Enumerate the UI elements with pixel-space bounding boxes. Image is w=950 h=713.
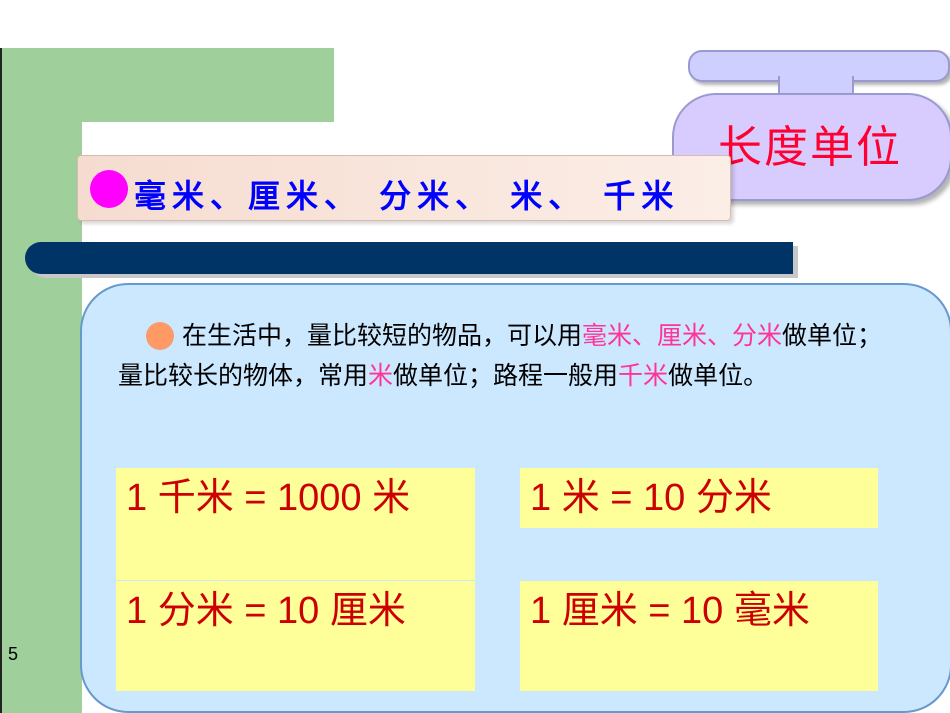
conversion-dm-cm: 1 分米 = 10 厘米 [116, 581, 475, 691]
slide-title: 长度单位 [718, 122, 902, 173]
title-badge [672, 93, 950, 201]
badge-top-bar [688, 50, 950, 82]
divider-bar [25, 242, 793, 274]
highlight-units: 毫米、厘米、分米 [582, 321, 783, 350]
top-green-band [82, 48, 334, 122]
paragraph-text: 做单位。 [668, 361, 769, 390]
paragraph-text: 做单位；路程一般用 [393, 361, 619, 390]
conversion-km-m: 1 千米 = 1000 米 [116, 468, 475, 580]
bullet-dot-icon [90, 170, 128, 208]
highlight-units: 米 [368, 361, 394, 390]
conversion-m-dm: 1 米 = 10 分米 [520, 468, 878, 528]
left-green-band [0, 48, 82, 713]
paragraph-text: 在生活中，量比较短的物品，可以用 [182, 321, 583, 350]
conversion-cm-mm: 1 厘米 = 10 毫米 [520, 581, 878, 691]
left-border-line [0, 48, 2, 713]
units-heading: 毫米、厘米、 分米、 米、 千米 [134, 177, 680, 215]
page-number: 5 [8, 644, 19, 664]
heading-box [77, 155, 731, 221]
highlight-units: 千米 [618, 361, 669, 390]
badge-stem [778, 76, 854, 96]
paragraph-text: 做单位；量比较长的物体，常用 [118, 321, 883, 390]
bullet-dot-icon [146, 322, 174, 350]
explanation-paragraph: 在生活中，量比较短的物品，可以用毫米、厘米、分米做单位；量比较长的物体，常用米做… [118, 316, 886, 396]
